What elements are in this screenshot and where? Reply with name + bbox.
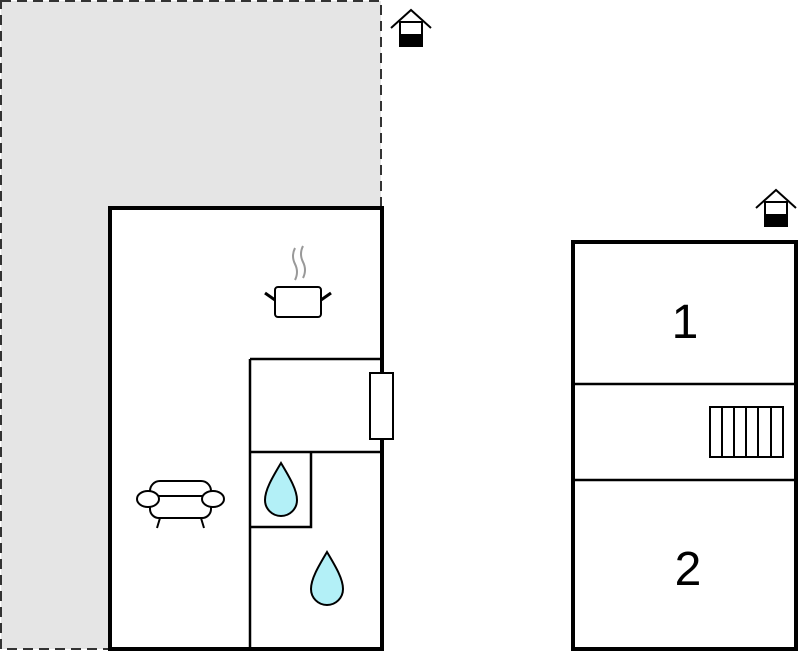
- room-label-1: 1: [672, 296, 699, 349]
- entrance-icon: [755, 188, 797, 227]
- water-drop-icon: [263, 461, 299, 517]
- entrance-icon: [390, 8, 432, 47]
- sofa-icon: [136, 480, 225, 529]
- room-label-2: 2: [675, 543, 702, 596]
- interior-walls: [248, 357, 380, 649]
- cooking-pot-icon: [264, 245, 332, 318]
- window-icon: [369, 372, 394, 440]
- water-drop-icon: [309, 550, 345, 606]
- stairs-icon: [709, 406, 784, 458]
